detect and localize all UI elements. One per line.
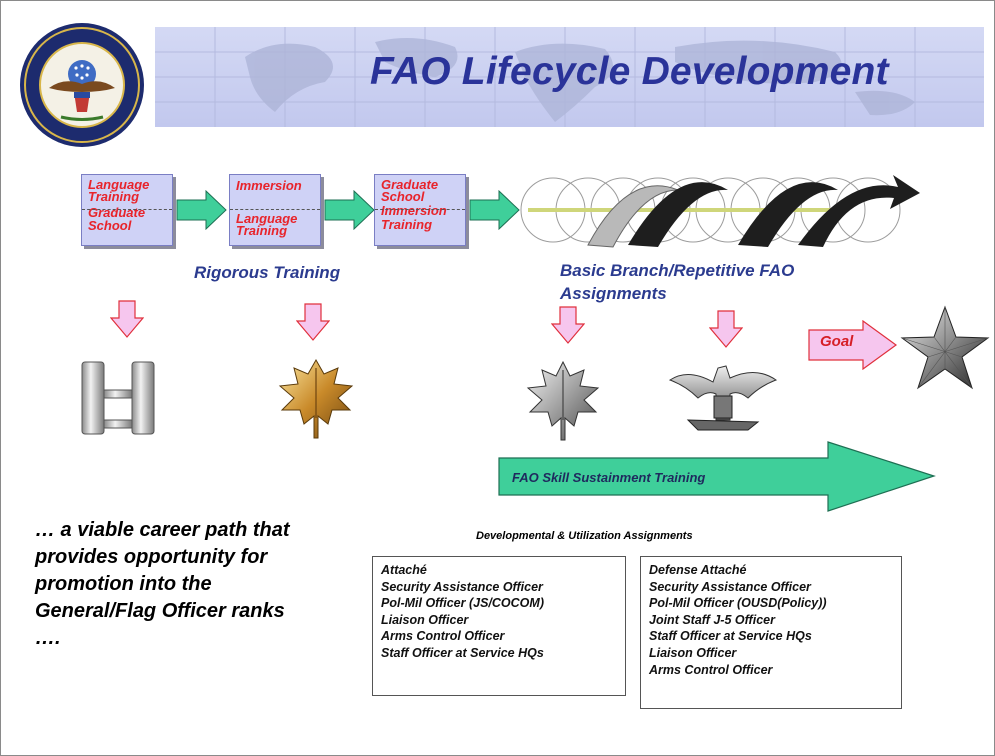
- divider: [82, 209, 172, 210]
- page-title: FAO Lifecycle Development: [370, 50, 889, 93]
- assignments-cycle-graphic: [520, 175, 920, 248]
- list-item: Arms Control Officer: [381, 629, 505, 644]
- list-item: Pol-Mil Officer (JS/COCOM): [381, 596, 544, 611]
- assignments-list-left: Attaché Security Assistance Officer Pol-…: [372, 556, 626, 696]
- list-item: Security Assistance Officer: [381, 579, 543, 594]
- world-map-background: [155, 27, 984, 127]
- training-box-2-line-3: Training: [236, 223, 288, 238]
- list-item: Joint Staff J-5 Officer: [649, 612, 775, 627]
- list-item: Arms Control Officer: [649, 662, 773, 677]
- pink-down-arrow-1: [110, 300, 144, 338]
- training-box-2: Immersion Language Training: [229, 174, 321, 246]
- list-item: Liaison Officer: [381, 612, 469, 627]
- green-arrow-1: [176, 190, 227, 230]
- training-box-1-line-2: Training: [88, 189, 140, 204]
- title-banner: [155, 27, 984, 127]
- training-box-3-line-1: Graduate: [381, 177, 439, 192]
- training-box-2-line-2: Language: [236, 211, 298, 226]
- colonel-eagle-icon: [668, 365, 778, 431]
- list-item: Attaché: [381, 563, 427, 577]
- assignments-label-line-2: Assignments: [560, 284, 667, 303]
- goal-arrow: [808, 320, 898, 370]
- developmental-heading: Developmental & Utilization Assignments: [476, 530, 693, 542]
- list-item: Defense Attaché: [649, 563, 747, 577]
- training-box-3: Graduate School Immersion Training: [374, 174, 466, 246]
- training-box-3-line-2: School: [381, 189, 425, 204]
- list-item: Pol-Mil Officer (OUSD(Policy)): [649, 596, 827, 611]
- assignments-label-line-1: Basic Branch/Repetitive FAO: [560, 261, 795, 280]
- divider: [375, 209, 465, 210]
- training-box-1-line-4: School: [88, 218, 132, 233]
- list-item: Liaison Officer: [649, 645, 737, 660]
- list-item: Security Assistance Officer: [649, 579, 811, 594]
- pink-down-arrow-3: [551, 306, 585, 344]
- training-box-1: Language Training Graduate School: [81, 174, 173, 246]
- career-path-tagline: … a viable career path that provides opp…: [35, 519, 290, 649]
- assignments-list-right: Defense Attaché Security Assistance Offi…: [640, 556, 902, 709]
- major-oak-leaf-icon: [278, 358, 354, 439]
- captain-bars-icon: [81, 361, 155, 435]
- goal-label: Goal: [820, 333, 854, 350]
- training-box-2-line-1: Immersion: [236, 178, 302, 193]
- training-box-3-line-4: Training: [381, 217, 433, 232]
- training-box-1-line-1: Language: [88, 177, 150, 192]
- rigorous-training-label: Rigorous Training: [194, 263, 341, 282]
- list-item: Staff Officer at Service HQs: [381, 645, 544, 660]
- pink-down-arrow-4: [709, 310, 743, 348]
- divider: [230, 209, 320, 210]
- skill-sustainment-arrow: [498, 441, 936, 512]
- general-star-icon: [900, 305, 990, 390]
- skill-sustainment-label: FAO Skill Sustainment Training: [512, 470, 706, 485]
- green-arrow-3: [469, 190, 520, 230]
- lt-colonel-oak-leaf-icon: [526, 360, 600, 441]
- pink-down-arrow-2: [296, 303, 330, 341]
- green-arrow-2: [324, 190, 375, 230]
- dod-seal-icon: [20, 23, 144, 147]
- list-item: Staff Officer at Service HQs: [649, 629, 812, 644]
- training-box-3-line-3: Immersion: [381, 203, 447, 218]
